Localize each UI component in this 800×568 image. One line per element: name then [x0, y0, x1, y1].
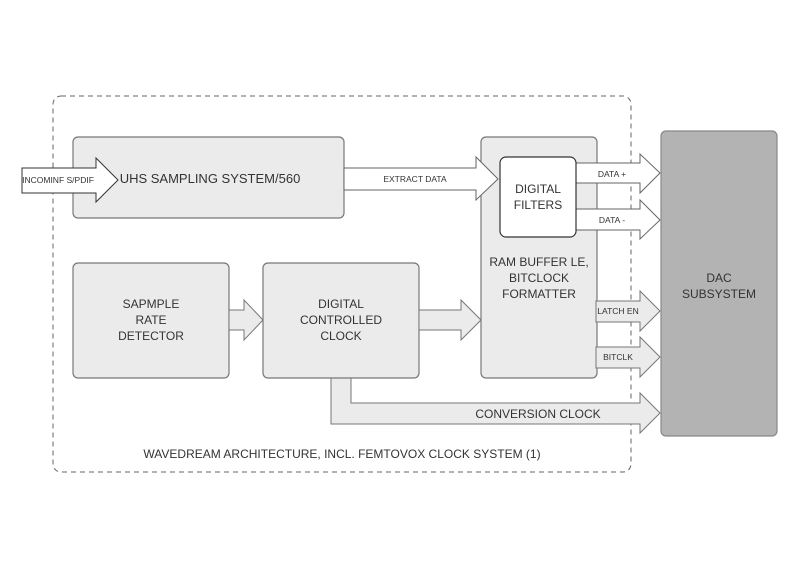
data-minus-arrow	[574, 198, 661, 241]
digital-filters-block	[499, 156, 577, 238]
ram-buffer-label-2: BITCLOCK	[509, 271, 569, 285]
architecture-boundary	[52, 95, 632, 473]
data-minus-label: DATA -	[599, 215, 625, 225]
dcc-label-2: CONTROLLED	[300, 313, 382, 327]
conversion-clock-arrow	[330, 376, 661, 435]
bitclk-label: BITCLK	[603, 352, 633, 362]
input-arrow	[21, 156, 119, 204]
conversion-clock-label: CONVERSION CLOCK	[475, 407, 600, 421]
boundary-label: WAVEDREAM ARCHITECTURE, INCL. FEMTOVOX C…	[143, 447, 540, 461]
extract-data-arrow	[343, 155, 499, 202]
dcc-label-1: DIGITAL	[318, 297, 364, 311]
dac-label-2: SUBSYSTEM	[682, 287, 756, 301]
dcc-label-3: CLOCK	[320, 329, 361, 343]
latch-en-label: LATCH EN	[597, 306, 638, 316]
rate-detector-label-1: SAPMPLE	[123, 297, 180, 311]
detector-to-clock-arrow	[228, 298, 264, 342]
data-plus-label: DATA +	[598, 169, 626, 179]
latch-en-arrow	[595, 289, 661, 333]
data-plus-arrow	[574, 152, 661, 195]
uhs-sampling-label: UHS SAMPLING SYSTEM/560	[120, 171, 301, 186]
clock-to-buffer-arrow	[418, 298, 482, 342]
extract-data-label: EXTRACT DATA	[383, 174, 447, 184]
digital-filters-label-2: FILTERS	[514, 198, 562, 212]
ram-buffer-label-1: RAM BUFFER LE,	[489, 255, 588, 269]
input-label: INCOMINF S/PDIF	[22, 175, 94, 185]
digital-filters-label-1: DIGITAL	[515, 182, 561, 196]
rate-detector-label-2: RATE	[135, 313, 166, 327]
dac-subsystem-block	[660, 130, 778, 437]
ram-buffer-label-3: FORMATTER	[502, 287, 576, 301]
dac-label-1: DAC	[706, 271, 732, 285]
bitclk-arrow	[595, 335, 661, 379]
rate-detector-label-3: DETECTOR	[118, 329, 184, 343]
